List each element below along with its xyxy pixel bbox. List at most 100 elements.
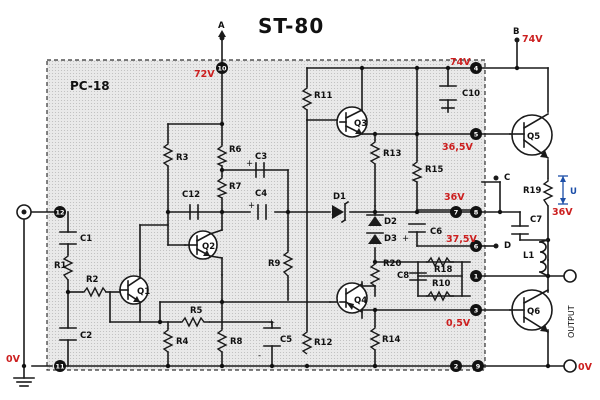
label-Q1: Q1 bbox=[137, 287, 150, 297]
resistor-R14 bbox=[369, 326, 381, 351]
voltage-72v: 72V bbox=[194, 69, 215, 80]
svg-text:+: + bbox=[402, 234, 409, 244]
resistor-R1 bbox=[62, 254, 74, 281]
component-labels: R1 R2 R3 R4 R5 R6 R7 R8 R9 R10 R11 R12 R… bbox=[54, 21, 577, 348]
label-R19: R19 bbox=[523, 186, 541, 196]
resistor-R11 bbox=[301, 86, 313, 111]
label-C6: C6 bbox=[430, 227, 442, 237]
capacitors: + + + - + bbox=[59, 85, 529, 361]
voltage-36v-r19: 36V bbox=[552, 207, 573, 218]
output-terminal-bottom[interactable] bbox=[563, 359, 577, 373]
pin-label-5: 5 bbox=[474, 130, 479, 138]
capacitor-C5: + - bbox=[258, 318, 281, 361]
label-R9: R9 bbox=[268, 259, 281, 269]
label-L1: L1 bbox=[523, 251, 534, 261]
resistor-R20 bbox=[369, 262, 381, 287]
resistor-R19 bbox=[542, 178, 554, 207]
capacitor-C2 bbox=[59, 327, 77, 341]
output-label: OUTPUT bbox=[567, 305, 576, 338]
pin-5 bbox=[470, 128, 482, 140]
diodes bbox=[332, 200, 384, 244]
transistors bbox=[119, 106, 553, 334]
voltage-36v-pin: 36V bbox=[444, 192, 465, 203]
output-terminal-top[interactable] bbox=[563, 269, 577, 283]
label-C1: C1 bbox=[80, 234, 92, 244]
label-C2: C2 bbox=[80, 331, 92, 341]
label-R14: R14 bbox=[382, 335, 400, 345]
voltage-74v-pin: 74V bbox=[450, 57, 471, 68]
capacitor-C10 bbox=[439, 85, 457, 109]
label-R4: R4 bbox=[176, 337, 189, 347]
node-C: C bbox=[504, 173, 510, 183]
label-R15: R15 bbox=[425, 165, 443, 175]
pin-label-6: 6 bbox=[474, 242, 479, 250]
voltage-74v-rail: 74V bbox=[522, 34, 543, 45]
voltage-36-5v: 36,5V bbox=[442, 142, 473, 153]
pin-label-3: 3 bbox=[474, 306, 479, 314]
capacitor-C3: + bbox=[246, 159, 265, 178]
label-R12: R12 bbox=[314, 338, 332, 348]
label-R11: R11 bbox=[314, 91, 332, 101]
capacitor-C8 bbox=[409, 272, 427, 281]
label-D1: D1 bbox=[333, 192, 346, 202]
label-C5: C5 bbox=[280, 335, 292, 345]
label-C10: C10 bbox=[462, 89, 480, 99]
label-C3: C3 bbox=[255, 152, 267, 162]
transistor-Q5 bbox=[509, 112, 553, 160]
label-R7: R7 bbox=[229, 182, 242, 192]
pin-10 bbox=[216, 62, 228, 74]
measurement-U bbox=[558, 175, 568, 205]
label-R2: R2 bbox=[86, 275, 99, 285]
resistor-R9 bbox=[282, 250, 294, 277]
resistor-R15 bbox=[411, 160, 423, 183]
pin-4 bbox=[470, 62, 482, 74]
pin-2 bbox=[450, 360, 462, 372]
capacitor-C4: + bbox=[248, 201, 267, 220]
pin-3 bbox=[470, 304, 482, 316]
voltage-37-5v: 37,5V bbox=[446, 234, 477, 245]
pin-1 bbox=[470, 270, 482, 282]
label-R1: R1 bbox=[54, 261, 67, 271]
label-Q4: Q4 bbox=[354, 296, 367, 306]
voltage-labels: 72V 74V 74V 36,5V 36V 36V 37,5V 0,5V 0V … bbox=[6, 34, 593, 373]
capacitor-C6: + bbox=[402, 223, 426, 244]
transistor-Q1 bbox=[119, 269, 149, 311]
label-C7: C7 bbox=[530, 215, 542, 225]
diode-D1 bbox=[332, 200, 350, 224]
label-Q3: Q3 bbox=[354, 119, 367, 129]
pin-12 bbox=[54, 206, 66, 218]
pin-8 bbox=[470, 206, 482, 218]
resistor-R4 bbox=[162, 328, 174, 353]
transistor-Q3 bbox=[336, 106, 368, 138]
diode-D3 bbox=[366, 232, 384, 244]
diode-D2 bbox=[366, 214, 384, 226]
resistor-R10 bbox=[426, 290, 454, 302]
voltage-0v-left: 0V bbox=[6, 354, 21, 365]
ground-symbol bbox=[13, 377, 35, 387]
label-R8: R8 bbox=[230, 337, 243, 347]
resistor-R2 bbox=[82, 286, 107, 298]
resistor-R18 bbox=[426, 256, 454, 268]
pin-label-7: 7 bbox=[454, 208, 459, 216]
label-D3: D3 bbox=[384, 234, 397, 244]
label-C8: C8 bbox=[397, 271, 409, 281]
label-R18: R18 bbox=[434, 265, 452, 275]
resistor-R7 bbox=[216, 176, 228, 199]
transistor-Q6 bbox=[509, 288, 553, 334]
resistor-R3 bbox=[162, 142, 174, 167]
voltage-0v-right: 0V bbox=[578, 362, 593, 373]
pin-label-4: 4 bbox=[474, 64, 479, 72]
pin-label-11: 11 bbox=[55, 362, 65, 370]
wires bbox=[23, 37, 567, 379]
node-A: A bbox=[218, 21, 225, 31]
svg-text:+: + bbox=[246, 159, 253, 169]
label-R13: R13 bbox=[383, 149, 401, 159]
node-B: B bbox=[513, 27, 519, 37]
pin-11 bbox=[54, 360, 66, 372]
label-Q6: Q6 bbox=[527, 307, 540, 317]
label-Q5: Q5 bbox=[527, 132, 540, 142]
node-U: U bbox=[570, 187, 577, 197]
pin-7 bbox=[450, 206, 462, 218]
svg-text:+: + bbox=[268, 318, 275, 328]
